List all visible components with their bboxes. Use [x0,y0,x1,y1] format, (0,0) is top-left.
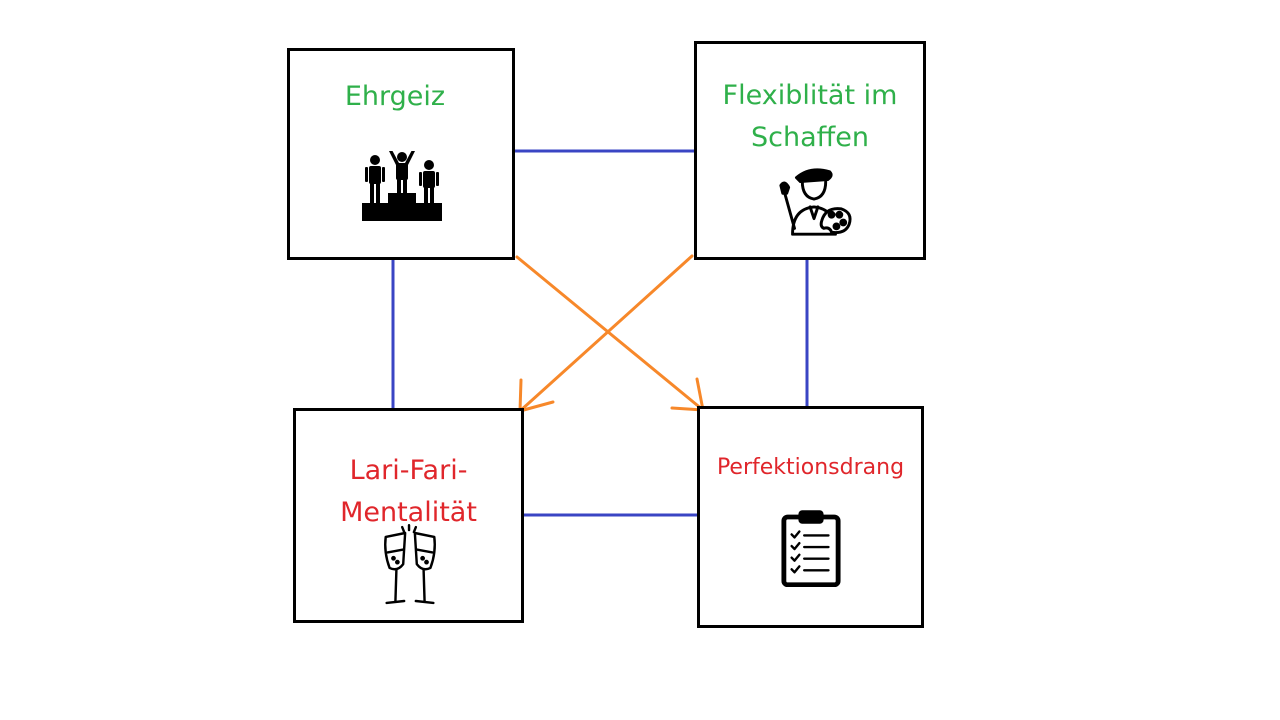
node-flexibilitaet-label: Flexiblität im Schaffen [722,80,898,153]
cross-arrows [515,254,705,413]
node-perfektion-label: Perfektionsdrang [716,455,905,480]
node-perfektion: Perfektionsdrang [697,406,924,628]
clipboard-checklist-icon [781,510,841,587]
arrow-ehrgeiz-to-perfektion [515,255,705,412]
node-flexibilitaet: Flexiblität im Schaffen [694,41,926,260]
node-ehrgeiz-label: Ehrgeiz [344,81,446,112]
node-lari-fari: Lari-Fari- Mentalität [293,408,524,623]
node-lari-fari-label: Lari-Fari- Mentalität [340,455,477,528]
connectors [391,149,809,517]
champagne-glasses-icon [384,524,436,605]
podium-icon [362,151,442,221]
node-ehrgeiz: Ehrgeiz [287,48,515,260]
arrow-flexibilitaet-to-lari-fari [518,254,694,413]
painter-icon [779,168,852,236]
